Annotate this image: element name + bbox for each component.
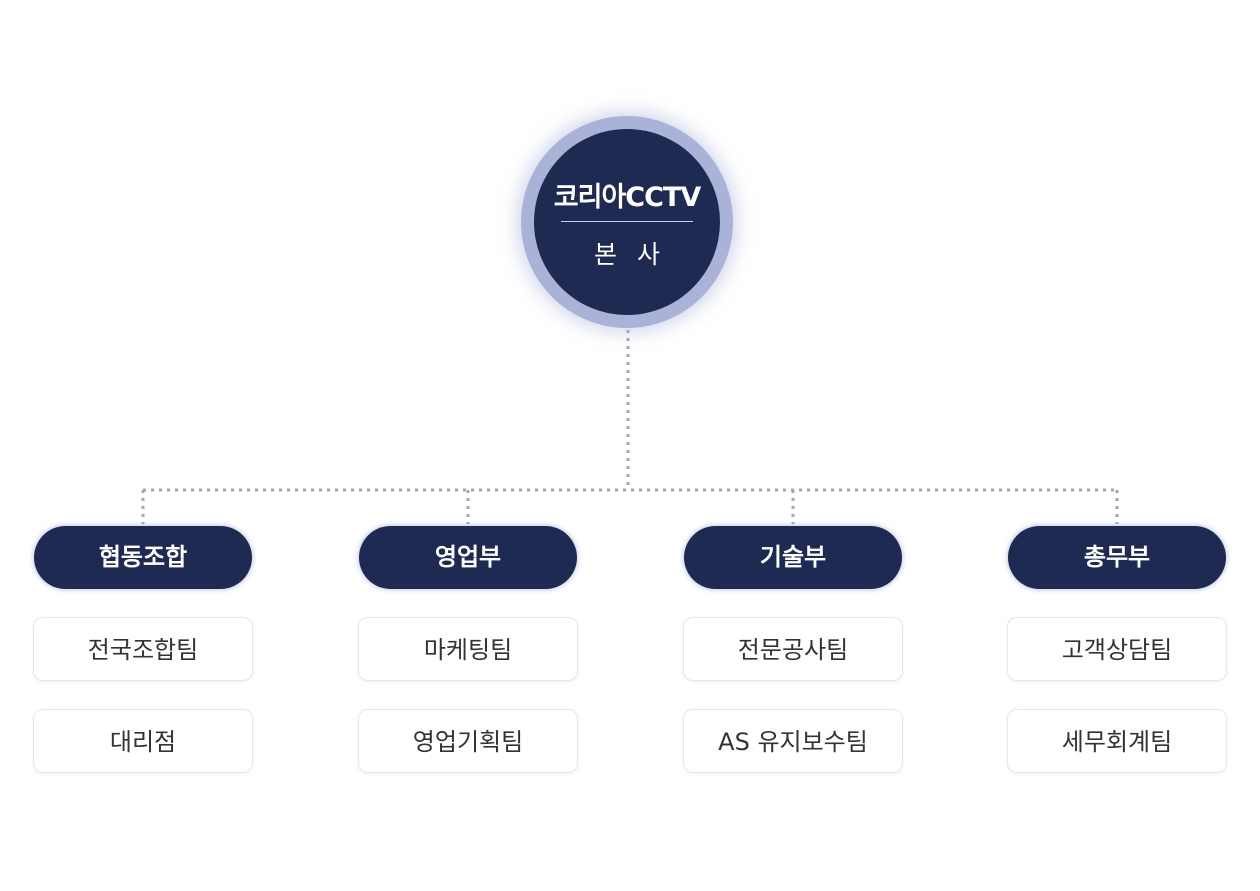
team-node: 대리점	[33, 709, 253, 773]
team-node: 마케팅팀	[358, 617, 578, 681]
team-node: 전문공사팀	[683, 617, 903, 681]
headquarters-divider	[561, 221, 693, 222]
headquarters-node: 코리아CCTV 본 사	[521, 116, 733, 328]
department-node: 기술부	[684, 526, 902, 589]
department-node: 영업부	[359, 526, 577, 589]
team-node: 고객상담팀	[1007, 617, 1227, 681]
department-node: 총무부	[1008, 526, 1226, 589]
team-node: 전국조합팀	[33, 617, 253, 681]
headquarters-name: 코리아CCTV	[553, 182, 701, 213]
team-node: 세무회계팀	[1007, 709, 1227, 773]
team-node: AS 유지보수팀	[683, 709, 903, 773]
headquarters-circle: 코리아CCTV 본 사	[534, 129, 720, 315]
team-node: 영업기획팀	[358, 709, 578, 773]
headquarters-subtitle: 본 사	[594, 240, 666, 269]
department-node: 협동조합	[34, 526, 252, 589]
